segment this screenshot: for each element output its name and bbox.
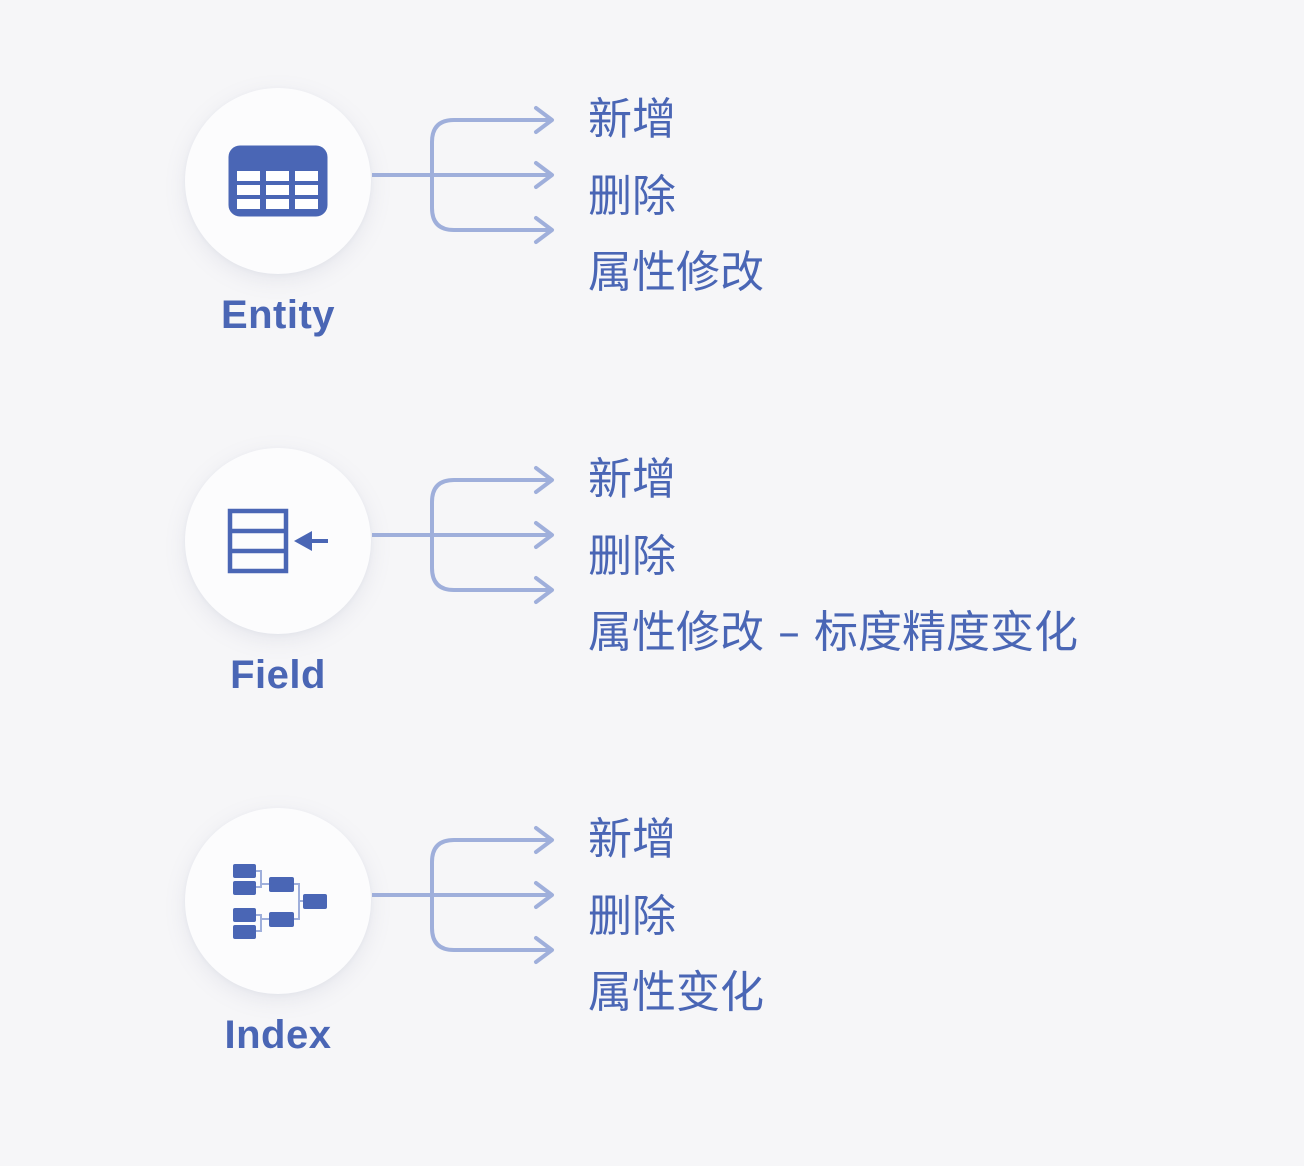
field-label: Field (230, 653, 326, 697)
field-row-arrow-icon (227, 508, 328, 574)
branch-up-line (430, 478, 550, 537)
branch-down-line (430, 533, 550, 592)
outcome-item: 属性修改 (588, 247, 764, 298)
arrowhead-bottom-icon (534, 576, 554, 604)
section-field: Field 新增 删除 属性修改 – 标度精度变化 (0, 430, 1304, 730)
branch-up-line (430, 118, 550, 177)
arrowhead-middle-icon (534, 521, 554, 549)
section-entity: Entity 新增 删除 属性修改 (0, 70, 1304, 370)
outcome-item: 删除 (588, 171, 676, 222)
index-icon-badge[interactable] (185, 808, 371, 994)
outcome-item: 新增 (588, 94, 676, 145)
outcome-item: 新增 (588, 814, 676, 865)
field-icon-badge[interactable] (185, 448, 371, 634)
section-index: Index 新增 删除 属性变化 (0, 790, 1304, 1090)
arrowhead-bottom-icon (534, 936, 554, 964)
table-icon (228, 145, 328, 217)
arrow-left-icon (294, 531, 312, 551)
branch-up-line (430, 838, 550, 897)
arrowhead-top-icon (534, 106, 554, 134)
outcome-item: 新增 (588, 454, 676, 505)
arrowhead-middle-icon (534, 161, 554, 189)
outcome-item: 属性变化 (588, 967, 764, 1018)
outcome-item: 属性修改 – 标度精度变化 (588, 607, 1078, 658)
branch-connector-index (372, 826, 554, 964)
index-label: Index (224, 1013, 332, 1057)
arrowhead-bottom-icon (534, 216, 554, 244)
index-tree-icon (233, 864, 327, 939)
entity-label: Entity (220, 293, 336, 337)
entity-icon-badge[interactable] (185, 88, 371, 274)
branch-connector-entity (372, 106, 554, 244)
branch-down-line (430, 893, 550, 952)
branch-down-line (430, 173, 550, 232)
arrowhead-top-icon (534, 826, 554, 854)
arrowhead-middle-icon (534, 881, 554, 909)
outcome-item: 删除 (588, 891, 676, 942)
outcome-item: 删除 (588, 531, 676, 582)
branch-connector-field (372, 466, 554, 604)
arrowhead-top-icon (534, 466, 554, 494)
